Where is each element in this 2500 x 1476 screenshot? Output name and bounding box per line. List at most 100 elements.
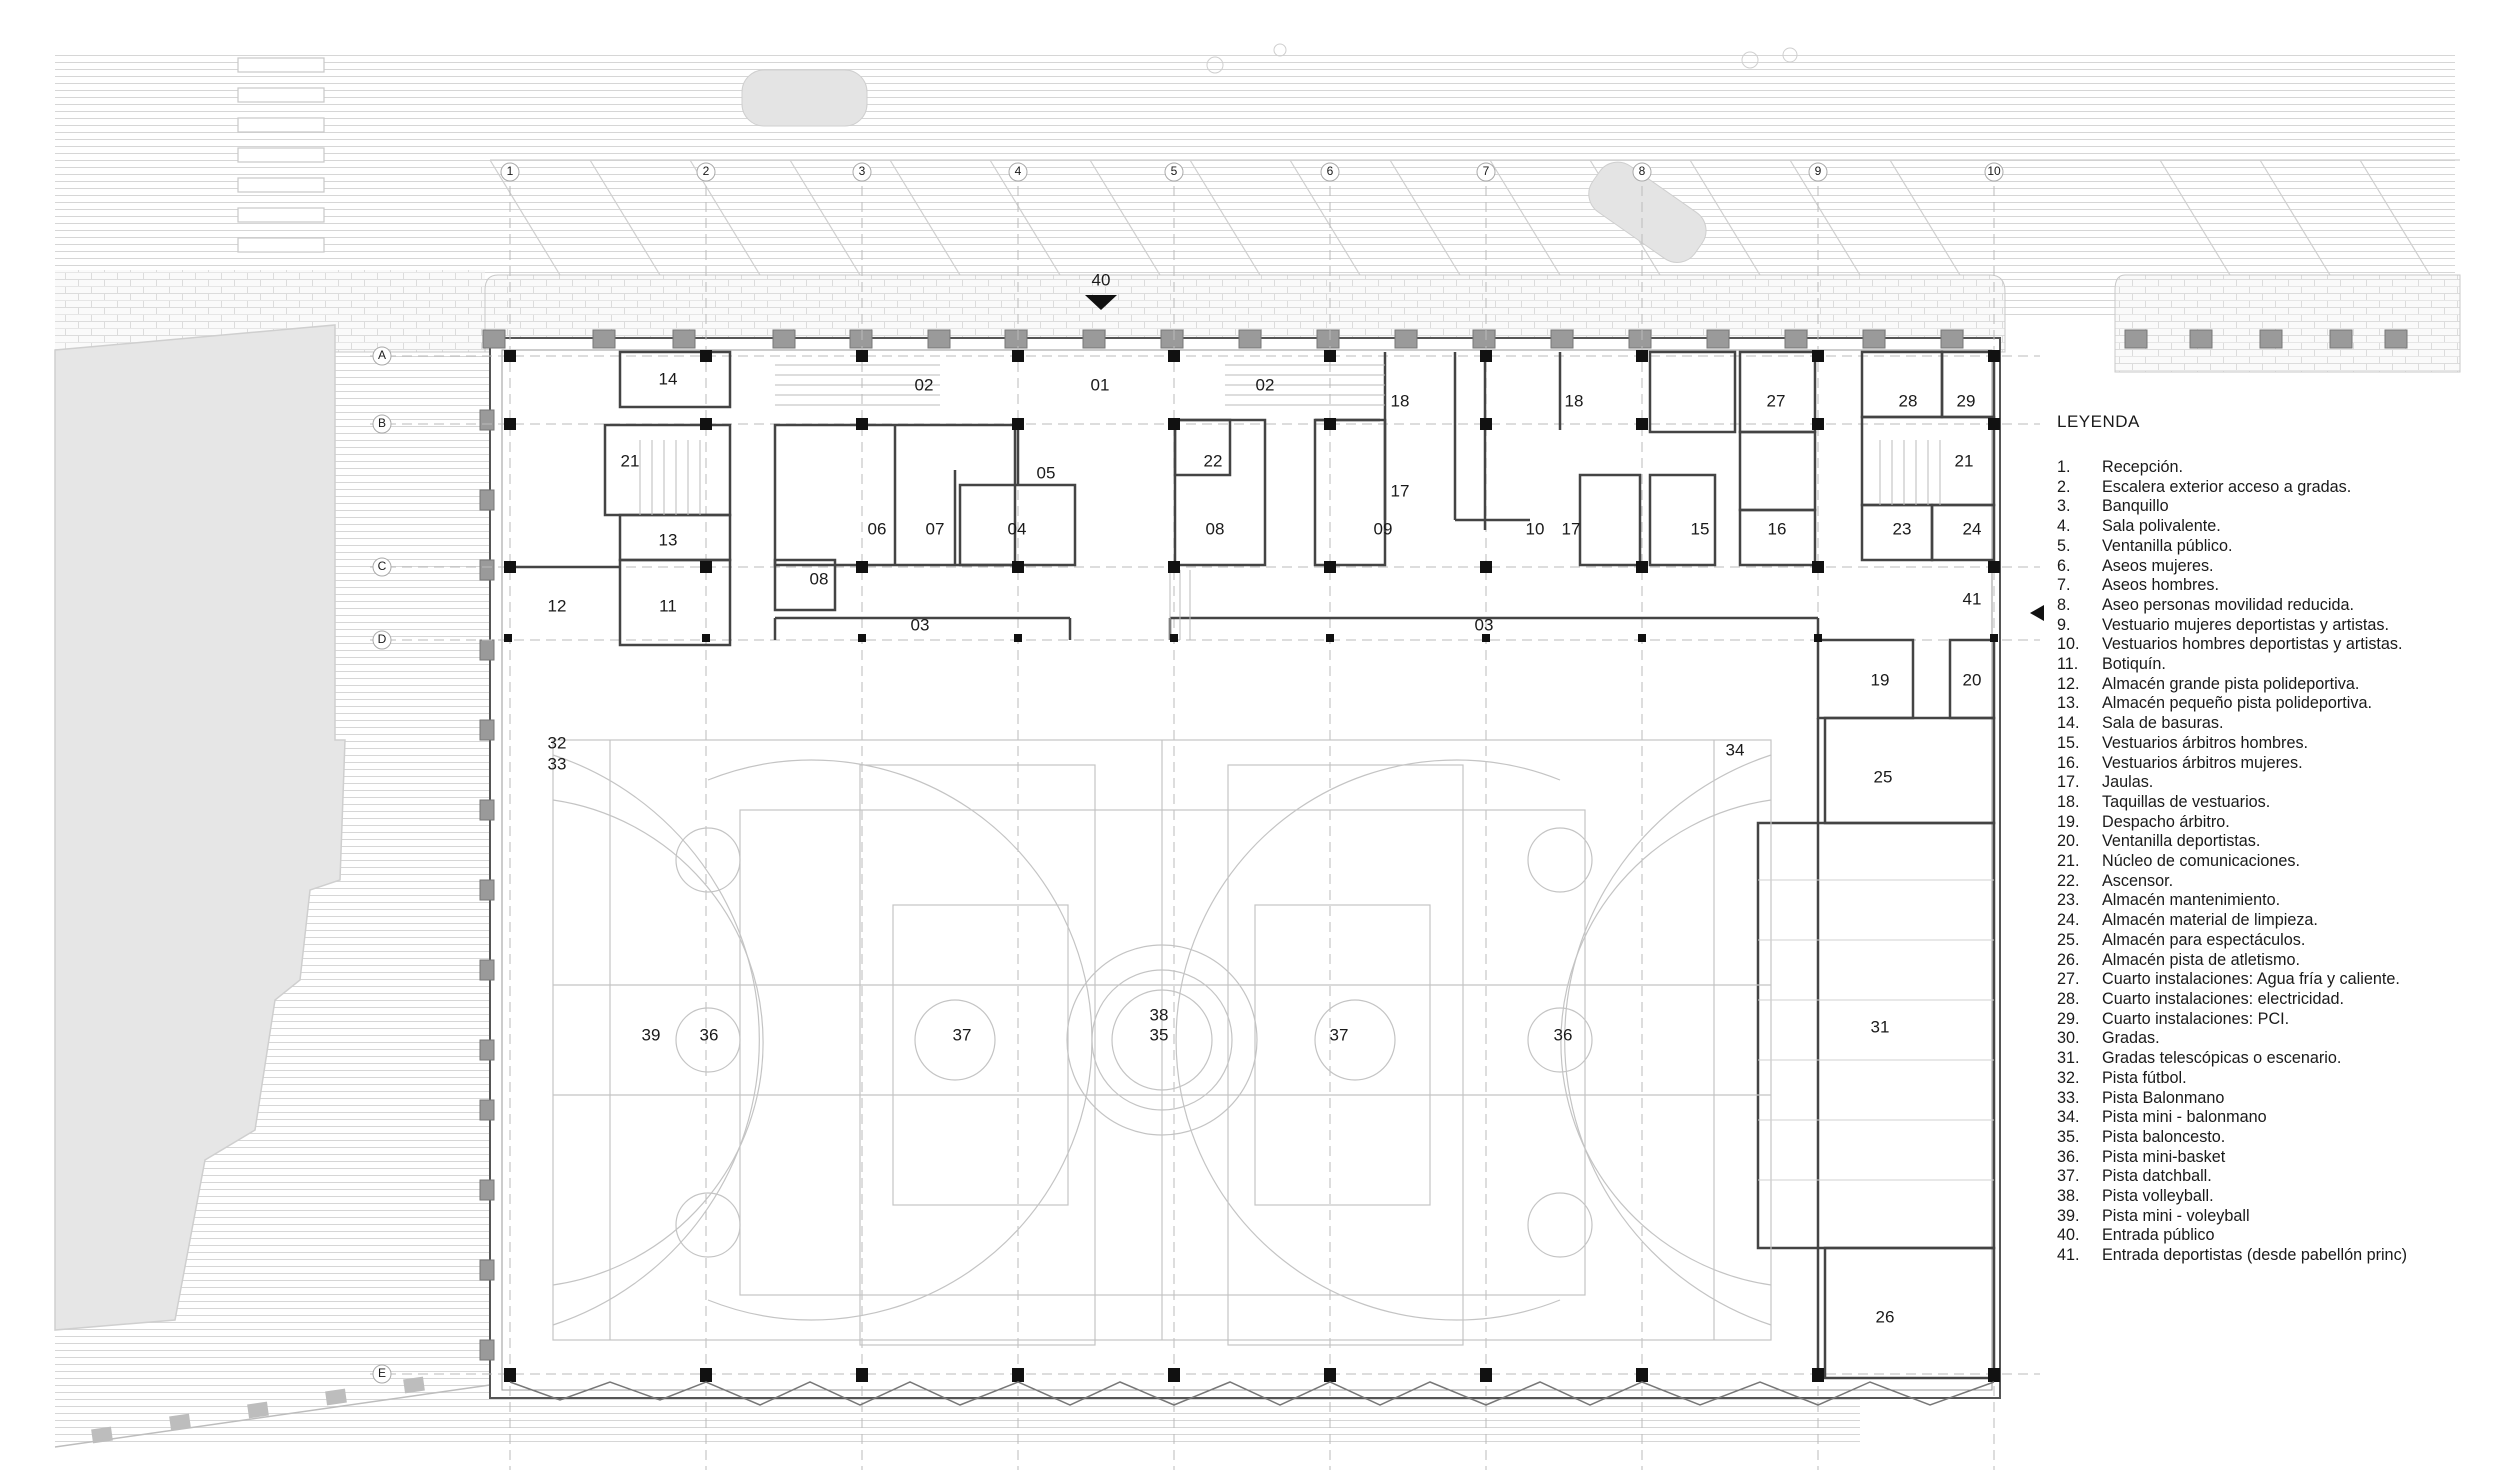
room-label: 18 — [1391, 391, 1410, 410]
legend-item: 17. Jaulas. — [2057, 773, 2487, 793]
legend-item-text: Pista fútbol. — [2102, 1068, 2187, 1087]
legend-item: 21.Núcleo de comunicaciones. — [2057, 852, 2487, 872]
legend-item-text: Almacén grande pista polideportiva. — [2102, 674, 2360, 693]
legend-item-text: Despacho árbitro. — [2102, 812, 2230, 831]
legend-item: 7.Aseos hombres. — [2057, 576, 2487, 596]
car-icon — [1588, 161, 1707, 263]
legend-item: 41.Entrada deportistas (desde pabellón p… — [2057, 1246, 2487, 1266]
legend-item-text: Pista baloncesto. — [2102, 1127, 2226, 1146]
room-label: 05 — [1037, 463, 1056, 482]
legend-item-number: 39. — [2057, 1206, 2080, 1225]
legend-item-text: Almacén para espectáculos. — [2102, 930, 2306, 949]
legend-item-text: Sala polivalente. — [2102, 517, 2221, 536]
room-label: 34 — [1726, 740, 1745, 759]
room-label: 26 — [1876, 1307, 1895, 1326]
athletes-entrance-arrow-icon — [2030, 605, 2044, 621]
room-label: 21 — [621, 451, 640, 470]
legend-item-number: 32. — [2057, 1068, 2080, 1087]
room-label: 29 — [1957, 391, 1976, 410]
legend-item-number: 41. — [2057, 1246, 2080, 1265]
street-bollards — [54, 1376, 491, 1448]
legend-item-text: Cuarto instalaciones: electricidad. — [2102, 989, 2345, 1008]
legend-item: 38.Pista volleyball. — [2057, 1187, 2487, 1207]
room-label: 35 — [1150, 1025, 1169, 1044]
facade-columns — [479, 329, 2408, 1361]
legend-item-text: Almacén mantenimiento. — [2102, 891, 2281, 910]
legend-item-text: Entrada público — [2102, 1226, 2215, 1245]
room-label: 27 — [1767, 391, 1786, 410]
legend-item: 30.Gradas. — [2057, 1029, 2487, 1049]
legend-item: 24.Almacén material de limpieza. — [2057, 911, 2487, 931]
legend-item-number: 18. — [2057, 792, 2080, 811]
legend-item-text: Aseo personas movilidad reducida. — [2102, 595, 2354, 614]
legend-item-text: Botiquín. — [2102, 655, 2166, 674]
room-label: 03 — [911, 615, 930, 634]
legend-item-number: 22. — [2057, 871, 2080, 890]
legend-item-number: 2. — [2057, 477, 2071, 496]
room-label: 17 — [1391, 481, 1410, 500]
room-label: 15 — [1691, 519, 1710, 538]
legend-item-text: Ascensor. — [2102, 871, 2174, 890]
room-label: 39 — [642, 1025, 661, 1044]
legend-item-text: Vestuarios árbitros mujeres. — [2102, 753, 2303, 772]
room-label: 37 — [953, 1025, 972, 1044]
grid-axis-label: 1 — [507, 164, 514, 178]
legend-item: 4.Sala polivalente. — [2057, 517, 2487, 537]
room-label: 07 — [926, 519, 945, 538]
public-entrance-arrow-icon — [1085, 295, 1117, 310]
legend-item-text: Cuarto instalaciones: Agua fría y calien… — [2102, 970, 2400, 989]
legend-item-number: 16. — [2057, 753, 2080, 772]
legend-item: 35. Pista baloncesto. — [2057, 1128, 2487, 1148]
legend-item-number: 35. — [2057, 1127, 2080, 1146]
room-label: 09 — [1374, 519, 1393, 538]
legend-item: 2. Escalera exterior acceso a gradas. — [2057, 478, 2487, 498]
legend-item-number: 17. — [2057, 773, 2080, 792]
legend-item-text: Gradas telescópicas o escenario. — [2102, 1049, 2342, 1068]
room-label: 13 — [659, 530, 678, 549]
grid-bubbles — [372, 162, 2004, 1384]
room-label: 40 — [1092, 270, 1111, 289]
legend-item-number: 6. — [2057, 556, 2071, 575]
grid-axis-label: 3 — [859, 164, 866, 178]
structural-columns — [504, 350, 2000, 1382]
legend-item-text: Ventanilla público. — [2102, 536, 2233, 555]
legend-item: 39.Pista mini - voleyball — [2057, 1207, 2487, 1227]
legend-item-number: 12. — [2057, 674, 2080, 693]
grid-axis-label: 9 — [1815, 164, 1822, 178]
legend-item-number: 19. — [2057, 812, 2080, 831]
legend-item-text: Almacén pequeño pista polideportiva. — [2102, 694, 2372, 713]
legend-item: 37.Pista datchball. — [2057, 1167, 2487, 1187]
legend-item: 15.Vestuarios árbitros hombres. — [2057, 734, 2487, 754]
legend-item-number: 13. — [2057, 694, 2080, 713]
room-label: 21 — [1955, 451, 1974, 470]
legend-item: 26.Almacén pista de atletismo. — [2057, 951, 2487, 971]
room-label: 10 — [1526, 519, 1545, 538]
legend-title: LEYENDA — [2057, 412, 2140, 431]
room-label: 28 — [1899, 391, 1918, 410]
room-label: 03 — [1475, 615, 1494, 634]
legend-item-number: 33. — [2057, 1088, 2080, 1107]
legend-item-number: 10. — [2057, 635, 2080, 654]
legend-item-text: Escalera exterior acceso a gradas. — [2102, 477, 2352, 496]
legend-item: 12. Almacén grande pista polideportiva. — [2057, 675, 2487, 695]
room-label: 08 — [810, 569, 829, 588]
legend-item-text: Ventanilla deportistas. — [2102, 832, 2261, 851]
legend-item: 29.Cuarto instalaciones: PCI. — [2057, 1010, 2487, 1030]
legend-panel: LEYENDA 1.Recepción.2.Escalera exterior … — [2057, 412, 2487, 1266]
room-label: 11 — [659, 596, 677, 615]
room-label: 12 — [548, 596, 567, 615]
legend-item-text: Jaulas. — [2102, 773, 2154, 792]
legend-item-number: 15. — [2057, 733, 2080, 752]
legend-item: 36.Pista mini-basket — [2057, 1148, 2487, 1168]
legend-item-number: 1. — [2057, 458, 2071, 476]
room-label: 02 — [915, 375, 934, 394]
room-label: 08 — [1206, 519, 1225, 538]
legend-item-number: 5. — [2057, 536, 2071, 555]
legend-item-number: 8. — [2057, 595, 2071, 614]
legend-item: 3.Banquillo — [2057, 497, 2487, 517]
legend-item-number: 9. — [2057, 615, 2071, 634]
legend-item-text: Pista datchball. — [2102, 1167, 2212, 1186]
room-label: 32 — [548, 733, 567, 752]
legend-item-number: 26. — [2057, 950, 2080, 969]
zebra-crossing — [237, 57, 325, 253]
